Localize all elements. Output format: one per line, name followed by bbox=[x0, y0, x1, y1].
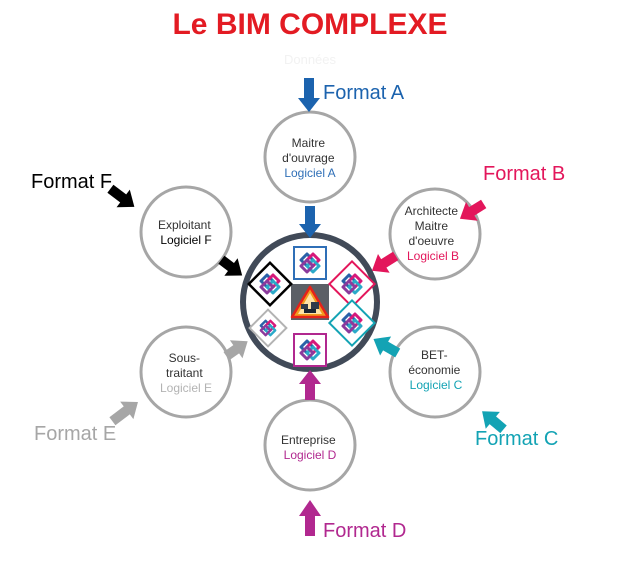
node-bet-line-2: économie bbox=[408, 363, 460, 377]
node-sous-traitant-software: Logiciel E bbox=[160, 381, 212, 395]
format-a-arrow bbox=[298, 78, 320, 112]
format-e-arrow bbox=[109, 401, 138, 426]
ifc-tile-a bbox=[293, 246, 327, 280]
format-a-label: Format A bbox=[323, 82, 405, 104]
format-c-arrow bbox=[482, 411, 507, 434]
format-d-arrow bbox=[299, 500, 321, 536]
node-entreprise-software: Logiciel D bbox=[284, 448, 337, 462]
logiciel-a-arrow bbox=[299, 206, 321, 238]
format-f-arrow bbox=[107, 184, 135, 208]
node-sous-traitant-circle bbox=[139, 325, 233, 419]
node-bet-line-1: BET- bbox=[421, 348, 448, 362]
node-bet-text: BET- économie Logiciel C bbox=[408, 348, 463, 392]
node-maitre-ouvrage-software: Logiciel A bbox=[284, 166, 335, 180]
format-b-label: Format B bbox=[483, 163, 565, 185]
format-c-label: Format C bbox=[475, 428, 558, 450]
logiciel-b-arrow bbox=[371, 251, 399, 273]
format-f-label: Format F bbox=[31, 171, 112, 193]
node-sous-traitant-line-1: Sous- bbox=[169, 351, 200, 365]
node-architecte-software: Logiciel B bbox=[407, 249, 459, 263]
node-exploitant-text: Exploitant Logiciel F bbox=[158, 218, 214, 247]
node-exploitant-circle bbox=[139, 185, 233, 279]
node-entreprise-line-1: Entreprise bbox=[281, 433, 336, 447]
node-bet-software: Logiciel C bbox=[410, 378, 463, 392]
node-architecte-circle bbox=[388, 187, 482, 281]
traffic-jam-warning-icon bbox=[290, 284, 330, 320]
node-bet-circle bbox=[388, 325, 482, 419]
format-b-arrow bbox=[459, 199, 487, 221]
ifc-tile-f bbox=[247, 261, 293, 307]
ifc-tile-d bbox=[293, 333, 327, 367]
format-d-label: Format D bbox=[323, 520, 406, 542]
logiciel-e-arrow bbox=[223, 340, 248, 361]
ifc-tile-b bbox=[327, 259, 377, 309]
subtitle: Données bbox=[283, 52, 337, 67]
node-architecte-line-3: d'oeuvre bbox=[409, 234, 455, 248]
logiciel-f-arrow bbox=[218, 255, 243, 276]
node-sous-traitant-line-2: traitant bbox=[166, 366, 203, 380]
ifc-tile-e bbox=[248, 308, 288, 348]
node-maitre-ouvrage-text: Maitre d'ouvrage Logiciel A bbox=[282, 136, 338, 180]
node-maitre-ouvrage-line-2: d'ouvrage bbox=[282, 151, 335, 165]
ifc-tile-c bbox=[327, 298, 377, 348]
node-architecte-text: Architecte Maitre d'oeuvre Logiciel B bbox=[405, 204, 462, 263]
node-entreprise-text: Entreprise Logiciel D bbox=[281, 433, 339, 462]
logiciel-c-arrow bbox=[373, 336, 401, 358]
logiciel-d-arrow bbox=[299, 370, 321, 400]
node-sous-traitant-text: Sous- traitant Logiciel E bbox=[160, 351, 212, 395]
node-maitre-ouvrage-circle bbox=[263, 110, 357, 204]
format-e-label: Format E bbox=[34, 423, 116, 445]
page-title: Le BIM COMPLEXE bbox=[172, 8, 448, 41]
node-architecte-line-2: Maitre bbox=[415, 219, 449, 233]
node-maitre-ouvrage-line-1: Maitre bbox=[292, 136, 326, 150]
node-exploitant-line-1: Exploitant bbox=[158, 218, 211, 232]
node-exploitant-software: Logiciel F bbox=[160, 233, 211, 247]
node-architecte-line-1: Architecte bbox=[405, 204, 459, 218]
